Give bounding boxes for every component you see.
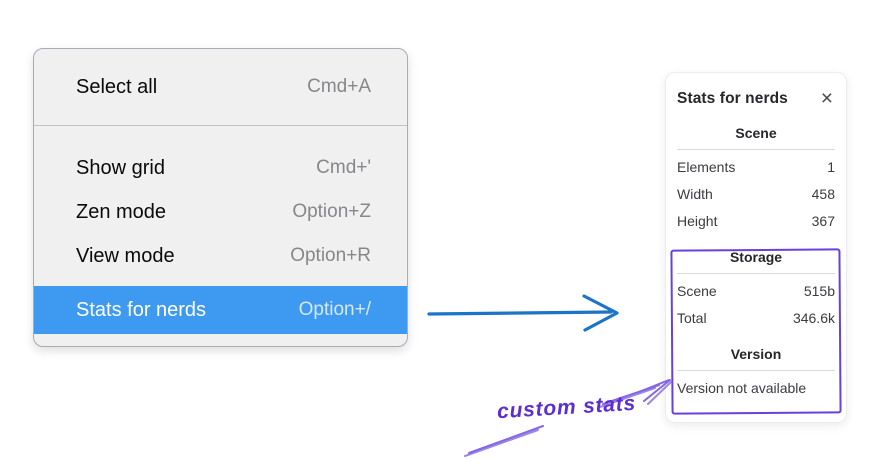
storage-section-heading: Storage <box>677 247 835 274</box>
scene-section-rows: Elements 1 Width 458 Height 367 <box>677 154 835 235</box>
menu-item-shortcut: Option+R <box>290 245 371 266</box>
scene-section-heading: Scene <box>677 123 835 150</box>
stat-value: 346.6k <box>792 310 835 326</box>
menu-section-top: Select all Cmd+A <box>34 49 407 125</box>
menu-item-shortcut: Option+Z <box>292 201 371 222</box>
menu-item-shortcut: Cmd+' <box>316 157 371 178</box>
context-menu: Select all Cmd+A Show grid Cmd+' Zen mod… <box>33 48 408 347</box>
menu-item-label: View mode <box>76 244 175 267</box>
menu-item-select-all[interactable]: Select all Cmd+A <box>34 63 407 111</box>
menu-item-shortcut: Option+/ <box>298 299 371 320</box>
version-section-heading: Version <box>677 344 835 371</box>
stat-value: 515b <box>803 283 835 299</box>
stat-value: 458 <box>811 186 835 202</box>
stat-label: Elements <box>677 159 736 175</box>
menu-item-label: Select all <box>76 75 158 98</box>
version-note: Version not available <box>677 380 807 396</box>
menu-item-view-mode[interactable]: View mode Option+R <box>34 234 407 278</box>
menu-item-label: Zen mode <box>76 200 167 223</box>
stat-row-scene-storage: Scene 515b <box>677 278 835 305</box>
menu-item-label: Stats for nerds <box>76 298 207 321</box>
stats-panel-header: Stats for nerds × <box>677 87 835 111</box>
menu-item-shortcut: Cmd+A <box>307 76 371 97</box>
stat-label: Height <box>677 213 718 229</box>
stat-row-total-storage: Total 346.6k <box>677 305 835 332</box>
storage-section-rows: Scene 515b Total 346.6k <box>677 278 835 332</box>
menu-item-zen-mode[interactable]: Zen mode Option+Z <box>34 190 407 234</box>
stat-label: Scene <box>677 283 717 299</box>
blue-arrow <box>427 294 619 332</box>
menu-divider <box>34 125 407 126</box>
stat-row-elements: Elements 1 <box>677 154 835 181</box>
stat-value: 367 <box>811 213 835 229</box>
menu-section-bottom: Show grid Cmd+' Zen mode Option+Z View m… <box>34 126 407 334</box>
menu-item-stats-for-nerds[interactable]: Stats for nerds Option+/ <box>34 286 407 334</box>
stat-value: 1 <box>827 159 835 175</box>
menu-item-label: Show grid <box>76 156 165 179</box>
stat-label: Width <box>677 186 713 202</box>
custom-stats-label: custom stats <box>496 391 637 424</box>
stat-label: Total <box>677 310 707 326</box>
close-icon[interactable]: × <box>820 87 833 110</box>
stats-panel-title: Stats for nerds <box>677 90 788 107</box>
menu-item-show-grid[interactable]: Show grid Cmd+' <box>34 146 407 190</box>
stat-row-height: Height 367 <box>677 208 835 235</box>
stats-panel: Stats for nerds × Scene Elements 1 Width… <box>665 72 847 423</box>
stat-row-width: Width 458 <box>677 181 835 208</box>
